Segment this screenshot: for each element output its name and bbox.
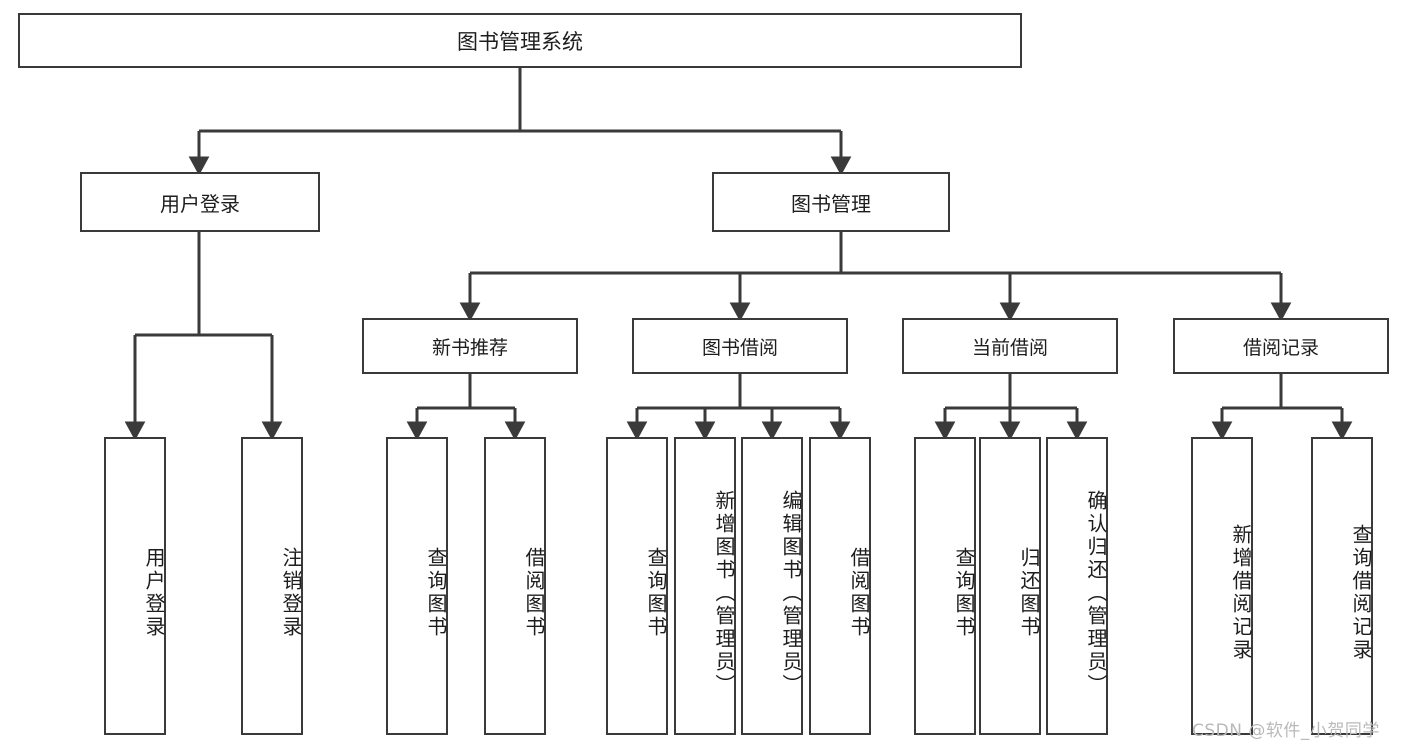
node-leaf-return-book[interactable]: 归还图书 — [979, 437, 1041, 735]
node-book-borrow[interactable]: 图书借阅 — [632, 318, 848, 374]
node-leaf-edit-book-label: 编辑图书（管理员） — [779, 489, 803, 697]
node-leaf-borrow-book-2-label: 借阅图书 — [847, 547, 871, 639]
node-current-borrow-label: 当前借阅 — [971, 336, 1048, 359]
node-user-login[interactable]: 用户登录 — [80, 172, 320, 232]
node-leaf-query-book-3-label: 查询图书 — [952, 547, 976, 639]
node-leaf-logout-login[interactable]: 注销登录 — [241, 437, 303, 735]
node-leaf-user-login[interactable]: 用户登录 — [104, 437, 166, 735]
node-leaf-add-book[interactable]: 新增图书（管理员） — [674, 437, 736, 735]
node-leaf-return-book-label: 归还图书 — [1017, 547, 1041, 639]
csdn-watermark: CSDN @软件_小贺同学 — [1192, 721, 1380, 741]
node-leaf-query-book-1-label: 查询图书 — [424, 547, 448, 639]
node-root-label: 图书管理系统 — [457, 29, 583, 54]
node-leaf-add-book-label: 新增图书（管理员） — [712, 489, 736, 697]
node-leaf-user-login-label: 用户登录 — [142, 547, 166, 639]
node-leaf-edit-book[interactable]: 编辑图书（管理员） — [741, 437, 803, 735]
node-leaf-query-book-2-label: 查询图书 — [644, 547, 668, 639]
node-leaf-confirm-return[interactable]: 确认归还（管理员） — [1046, 437, 1108, 735]
node-current-borrow[interactable]: 当前借阅 — [902, 318, 1118, 374]
node-leaf-borrow-book-1-label: 借阅图书 — [522, 547, 546, 639]
node-leaf-confirm-return-label: 确认归还（管理员） — [1084, 489, 1108, 697]
node-borrow-record[interactable]: 借阅记录 — [1173, 318, 1389, 374]
node-leaf-query-book-1[interactable]: 查询图书 — [386, 437, 448, 735]
node-leaf-borrow-book-1[interactable]: 借阅图书 — [484, 437, 546, 735]
node-leaf-add-record-label: 新增借阅记录 — [1229, 524, 1253, 662]
node-leaf-add-record[interactable]: 新增借阅记录 — [1191, 437, 1253, 735]
node-root[interactable]: 图书管理系统 — [18, 13, 1022, 68]
node-leaf-query-record[interactable]: 查询借阅记录 — [1311, 437, 1373, 735]
node-user-login-label: 用户登录 — [160, 191, 240, 216]
node-borrow-record-label: 借阅记录 — [1242, 336, 1319, 359]
node-book-borrow-label: 图书借阅 — [701, 336, 778, 359]
node-new-book-recommend[interactable]: 新书推荐 — [362, 318, 578, 374]
node-leaf-query-book-2[interactable]: 查询图书 — [606, 437, 668, 735]
node-leaf-query-record-label: 查询借阅记录 — [1349, 524, 1373, 662]
node-new-book-recommend-label: 新书推荐 — [431, 336, 508, 359]
node-book-management[interactable]: 图书管理 — [712, 172, 950, 232]
node-book-management-label: 图书管理 — [791, 191, 871, 216]
node-leaf-borrow-book-2[interactable]: 借阅图书 — [809, 437, 871, 735]
node-leaf-logout-login-label: 注销登录 — [279, 547, 303, 639]
node-leaf-query-book-3[interactable]: 查询图书 — [914, 437, 976, 735]
